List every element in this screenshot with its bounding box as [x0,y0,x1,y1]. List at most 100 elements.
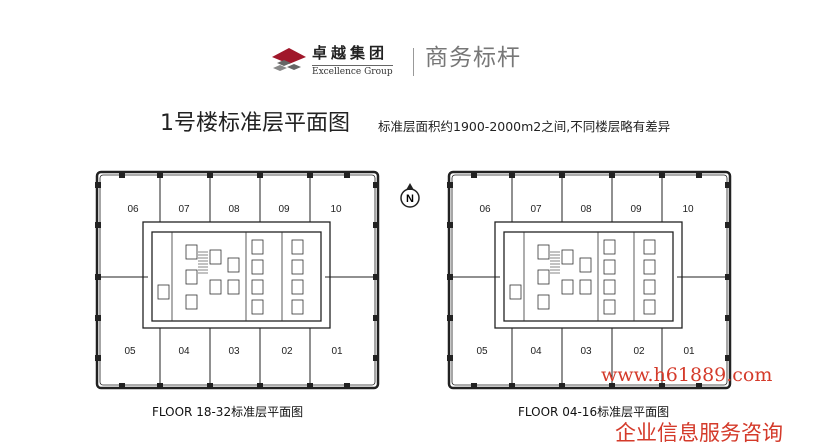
compass-label: N [406,193,414,205]
unit-label-top: 07 [530,204,542,215]
elevator [537,244,550,260]
elevator [643,239,656,255]
column [447,274,453,280]
column [207,383,213,389]
unit-label-bottom: 05 [476,346,488,357]
column [725,182,731,188]
elevator [537,294,550,310]
unit-label-top: 10 [330,204,342,215]
elevator [603,259,616,275]
elevator [185,269,198,285]
column [373,315,379,321]
column [559,383,565,389]
column [725,315,731,321]
column [447,315,453,321]
logo-divider [413,48,414,76]
column [471,172,477,178]
elevator [227,279,240,295]
column [509,383,515,389]
elevator [643,299,656,315]
elevator [579,279,592,295]
unit-label-bottom: 03 [228,346,240,357]
slogan: 商务标杆 [425,45,521,71]
column [95,274,101,280]
elevator [291,239,304,255]
column [696,383,702,389]
unit-label-bottom: 01 [331,346,343,357]
unit-label-bottom: 03 [580,346,592,357]
column [447,355,453,361]
elevator [251,279,264,295]
plan-caption-right: FLOOR 04-16标准层平面图 [518,405,670,419]
unit-label-bottom: 05 [124,346,136,357]
column [119,383,125,389]
elevator [537,269,550,285]
column [471,383,477,389]
column [373,222,379,228]
unit-label-top: 09 [278,204,290,215]
elevator [251,239,264,255]
column [119,172,125,178]
elevator [643,279,656,295]
page-subtitle: 标准层面积约1900-2000m2之间,不同楼层略有差异 [378,119,671,134]
elevator [603,279,616,295]
elevator [291,299,304,315]
elevator [157,284,170,300]
core-inner [151,231,322,322]
column [447,222,453,228]
column [307,383,313,389]
unit-label-top: 08 [228,204,240,215]
elevator [227,257,240,273]
unit-label-top: 09 [630,204,642,215]
watermark-url: www.h61889.com [601,364,773,386]
elevator [251,259,264,275]
column [344,172,350,178]
elevator [291,279,304,295]
column [373,182,379,188]
unit-label-top: 10 [682,204,694,215]
unit-label-bottom: 02 [633,346,645,357]
logo-name-en: Excellence Group [312,65,393,77]
unit-label-top: 07 [178,204,190,215]
elevator [209,279,222,295]
unit-label-bottom: 01 [683,346,695,357]
plan-caption-left: FLOOR 18-32标准层平面图 [152,405,304,419]
column [95,182,101,188]
column [725,222,731,228]
unit-label-top: 06 [479,204,491,215]
elevator [603,239,616,255]
elevator [579,257,592,273]
elevator [509,284,522,300]
core-inner [503,231,674,322]
column [373,274,379,280]
elevator [251,299,264,315]
page-title: 1号楼标准层平面图 [160,111,350,136]
column [95,355,101,361]
floor-plan-1: 06 07 08 09 10 05 04 03 02 01 [447,170,732,390]
elevator [561,249,574,265]
elevator [185,244,198,260]
column [725,274,731,280]
unit-label-top: 08 [580,204,592,215]
elevator [603,299,616,315]
compass-icon: N [400,183,420,208]
logo-name-cn: 卓越集团 [312,44,389,62]
elevator [643,259,656,275]
unit-label-bottom: 02 [281,346,293,357]
core-outer [142,221,331,329]
unit-label-top: 06 [127,204,139,215]
watermark-text: 企业信息服务咨询 [615,421,783,445]
core-outer [494,221,683,329]
column [609,383,615,389]
unit-label-bottom: 04 [530,346,542,357]
column [95,222,101,228]
elevator [561,279,574,295]
column [373,355,379,361]
elevator [185,294,198,310]
column [344,383,350,389]
column [157,383,163,389]
column [696,172,702,178]
excellence-group-logo-icon [272,48,306,71]
